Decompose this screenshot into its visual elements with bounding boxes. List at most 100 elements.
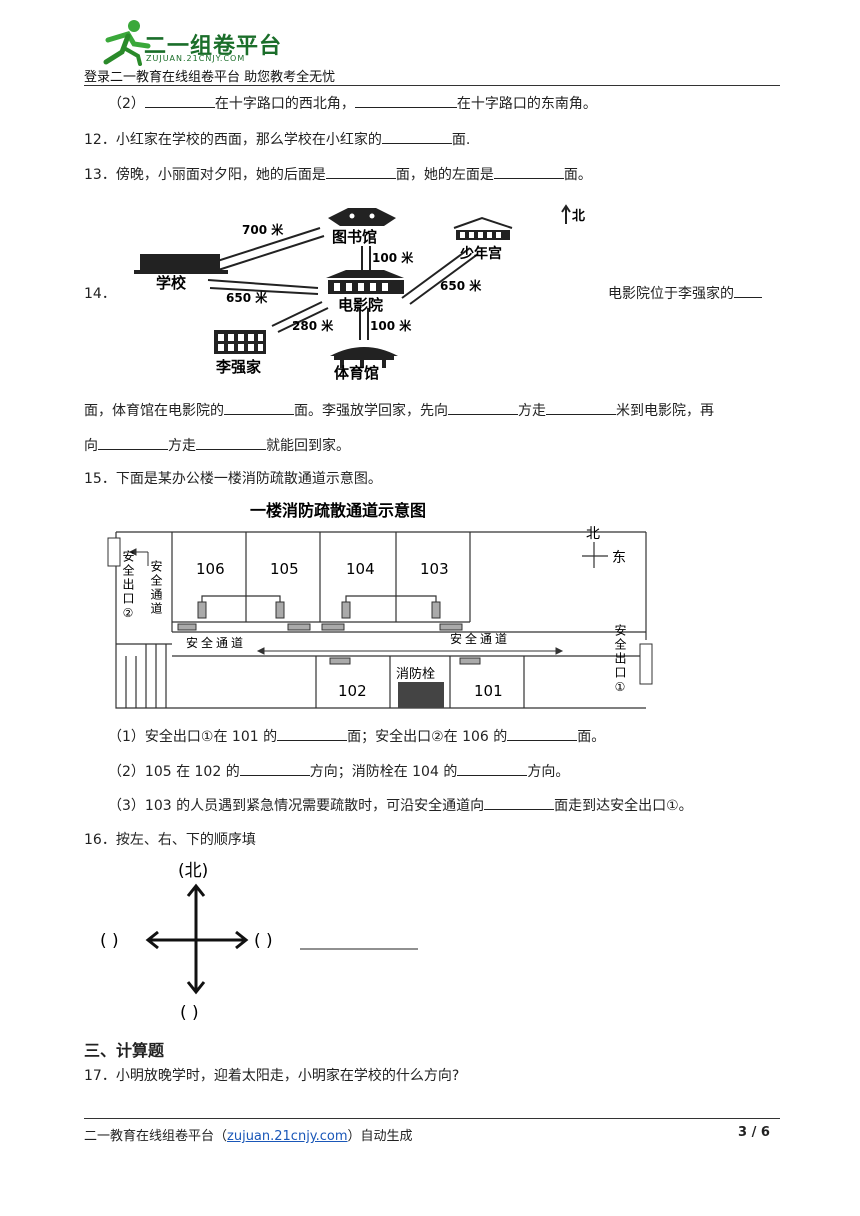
exit-2-door	[107, 537, 121, 567]
label-cinema: 电影院	[338, 296, 383, 314]
logo-title: 二一组卷平台	[144, 34, 283, 59]
logo-runner-icon	[103, 20, 151, 66]
q13-num: 13．	[84, 167, 116, 183]
answer-blank[interactable]	[196, 435, 266, 450]
label-channel-vertical: 安全通道	[149, 559, 163, 616]
compass-north: 北	[586, 526, 600, 542]
label-gym: 体育馆	[334, 364, 379, 382]
q14-num: 14．	[84, 286, 116, 302]
label-school: 学校	[156, 274, 187, 292]
q15-sub2-b: 方向；消防栓在 104 的	[309, 764, 458, 780]
footer-text-b: ）自动生成	[347, 1129, 413, 1144]
q14-map: 学校 图书馆 少年宫 北 电影院 李强家 体育馆 700 米 100 米 650…	[134, 204, 585, 382]
answer-blank[interactable]	[354, 93, 457, 108]
q14-text-right: 电影院位于李强家的	[608, 286, 734, 302]
room-104: 104	[346, 560, 375, 578]
answer-blank[interactable]	[484, 795, 555, 810]
room-105: 105	[270, 560, 299, 578]
answer-blank[interactable]	[224, 400, 294, 415]
q15-floor-plan: 一楼消防疏散通道示意图 消防栓 106 105 104 103 102 101 …	[107, 501, 653, 709]
q15-sub1-b: 面；安全出口②在 106 的	[347, 729, 508, 745]
dist-650-left: 650 米	[226, 290, 268, 305]
q11-text-1: 在十字路口的西北角，	[214, 96, 355, 112]
q14-text-3c: 就能回到家。	[266, 438, 350, 454]
q17-text: 小明放晚学时，迎着太阳走，小明家在学校的什么方向?	[115, 1068, 460, 1084]
q14-text-3b: 方走	[168, 438, 196, 454]
cinema-building	[326, 270, 404, 294]
q14-text-2c: 方走	[518, 403, 546, 419]
channel-arrows	[128, 548, 564, 655]
answer-blank[interactable]	[448, 400, 518, 415]
answer-blank[interactable]	[734, 283, 762, 298]
liqiang-home-building	[214, 330, 266, 354]
footer-link[interactable]: zujuan.21cnjy.com	[227, 1129, 348, 1144]
q13-text-1: 傍晚，小丽面对夕阳，她的后面是	[115, 167, 326, 183]
q16-num: 16．	[84, 832, 116, 848]
compass-east: 东	[612, 550, 626, 566]
question-17: 17．小明放晚学时，迎着太阳走，小明家在学校的什么方向?	[84, 1065, 459, 1085]
q12-num: 12．	[84, 132, 116, 148]
fire-hydrant-box	[398, 682, 444, 708]
answer-blank[interactable]	[493, 164, 564, 179]
answer-blank[interactable]	[546, 400, 616, 415]
dist-280: 280 米	[292, 318, 334, 333]
q11-num: （2）	[108, 96, 145, 112]
answer-blank[interactable]	[144, 93, 215, 108]
answer-blank[interactable]	[457, 761, 528, 776]
q15-sub-2: （2）105 在 102 的方向；消防栓在 104 的方向。	[108, 761, 569, 781]
question-16: 16．按左、右、下的顺序填	[84, 829, 256, 849]
answer-blank[interactable]	[325, 164, 396, 179]
answer-blank[interactable]	[381, 129, 452, 144]
q13-text-3: 面。	[563, 167, 592, 183]
dist-100-top: 100 米	[372, 250, 414, 265]
room-101: 101	[474, 682, 503, 700]
answer-blank[interactable]	[239, 761, 310, 776]
label-exit-2: 安全出口②	[121, 549, 135, 622]
answer-blank[interactable]	[98, 435, 168, 450]
q15-num: 15．	[84, 471, 116, 487]
logo-subtitle: ZUJUAN.21CNJY.COM	[146, 54, 246, 63]
q15-sub1-c: 面。	[577, 729, 606, 745]
q14-line-3: 向 方走 就能回到家。	[84, 435, 350, 455]
page-number: 3 / 6	[738, 1125, 770, 1140]
question-15: 15．下面是某办公楼一楼消防疏散通道示意图。	[84, 468, 382, 488]
compass-right-label: ( )	[254, 931, 273, 951]
q17-num: 17．	[84, 1068, 116, 1084]
label-library: 图书馆	[332, 228, 377, 246]
label-exit-1: 安全出口①	[613, 623, 627, 696]
question-13: 13．傍晚，小丽面对夕阳，她的后面是 面，她的左面是 面。	[84, 164, 592, 184]
header-tagline: 登录二一教育在线组卷平台 助您教考全无忧	[84, 70, 336, 85]
north-arrow-icon	[561, 204, 571, 224]
exit-1-door	[639, 643, 653, 685]
dist-650-right: 650 米	[440, 278, 482, 293]
q11-text-2: 在十字路口的东南角。	[456, 96, 597, 112]
answer-blank[interactable]	[277, 726, 348, 741]
question-11-part-2: （2） 在十字路口的西北角， 在十字路口的东南角。	[108, 93, 597, 113]
q12-text-1: 小红家在学校的西面，那么学校在小红家的	[115, 132, 382, 148]
school-building	[134, 254, 228, 274]
gym-building	[330, 347, 398, 368]
q14-text-3a: 向	[84, 438, 98, 454]
library-building	[328, 208, 396, 226]
header-rule	[84, 85, 780, 86]
q15-sub-3: （3）103 的人员遇到紧急情况需要疏散时，可沿安全通道向面走到达安全出口①。	[108, 795, 693, 815]
answer-blank[interactable]	[507, 726, 578, 741]
q15-sub2-a: （2）105 在 102 的	[108, 764, 240, 780]
footer-rule	[84, 1118, 780, 1119]
compass-bottom-label: ( )	[180, 1003, 199, 1023]
q14-text-2d: 米到电影院，再	[616, 403, 714, 419]
room-102: 102	[338, 682, 367, 700]
label-hydrant: 消防栓	[396, 666, 435, 682]
label-youth-palace: 少年宫	[459, 245, 502, 262]
q13-text-2: 面，她的左面是	[395, 167, 494, 183]
q14-right-text: 电影院位于李强家的	[608, 283, 762, 303]
label-channel-horizontal: 安全通道	[450, 631, 510, 646]
room-103: 103	[420, 560, 449, 578]
q14-text-2b: 面。李强放学回家，先向	[294, 403, 448, 419]
compass-left-label: ( )	[100, 931, 119, 951]
label-liqiang-home: 李强家	[215, 358, 261, 376]
dist-100-bottom: 100 米	[370, 318, 412, 333]
q16-text: 按左、右、下的顺序填	[115, 832, 256, 848]
footer-text-a: 二一教育在线组卷平台（	[84, 1129, 228, 1144]
q15-sub1-a: （1）安全出口①在 101 的	[108, 729, 278, 745]
